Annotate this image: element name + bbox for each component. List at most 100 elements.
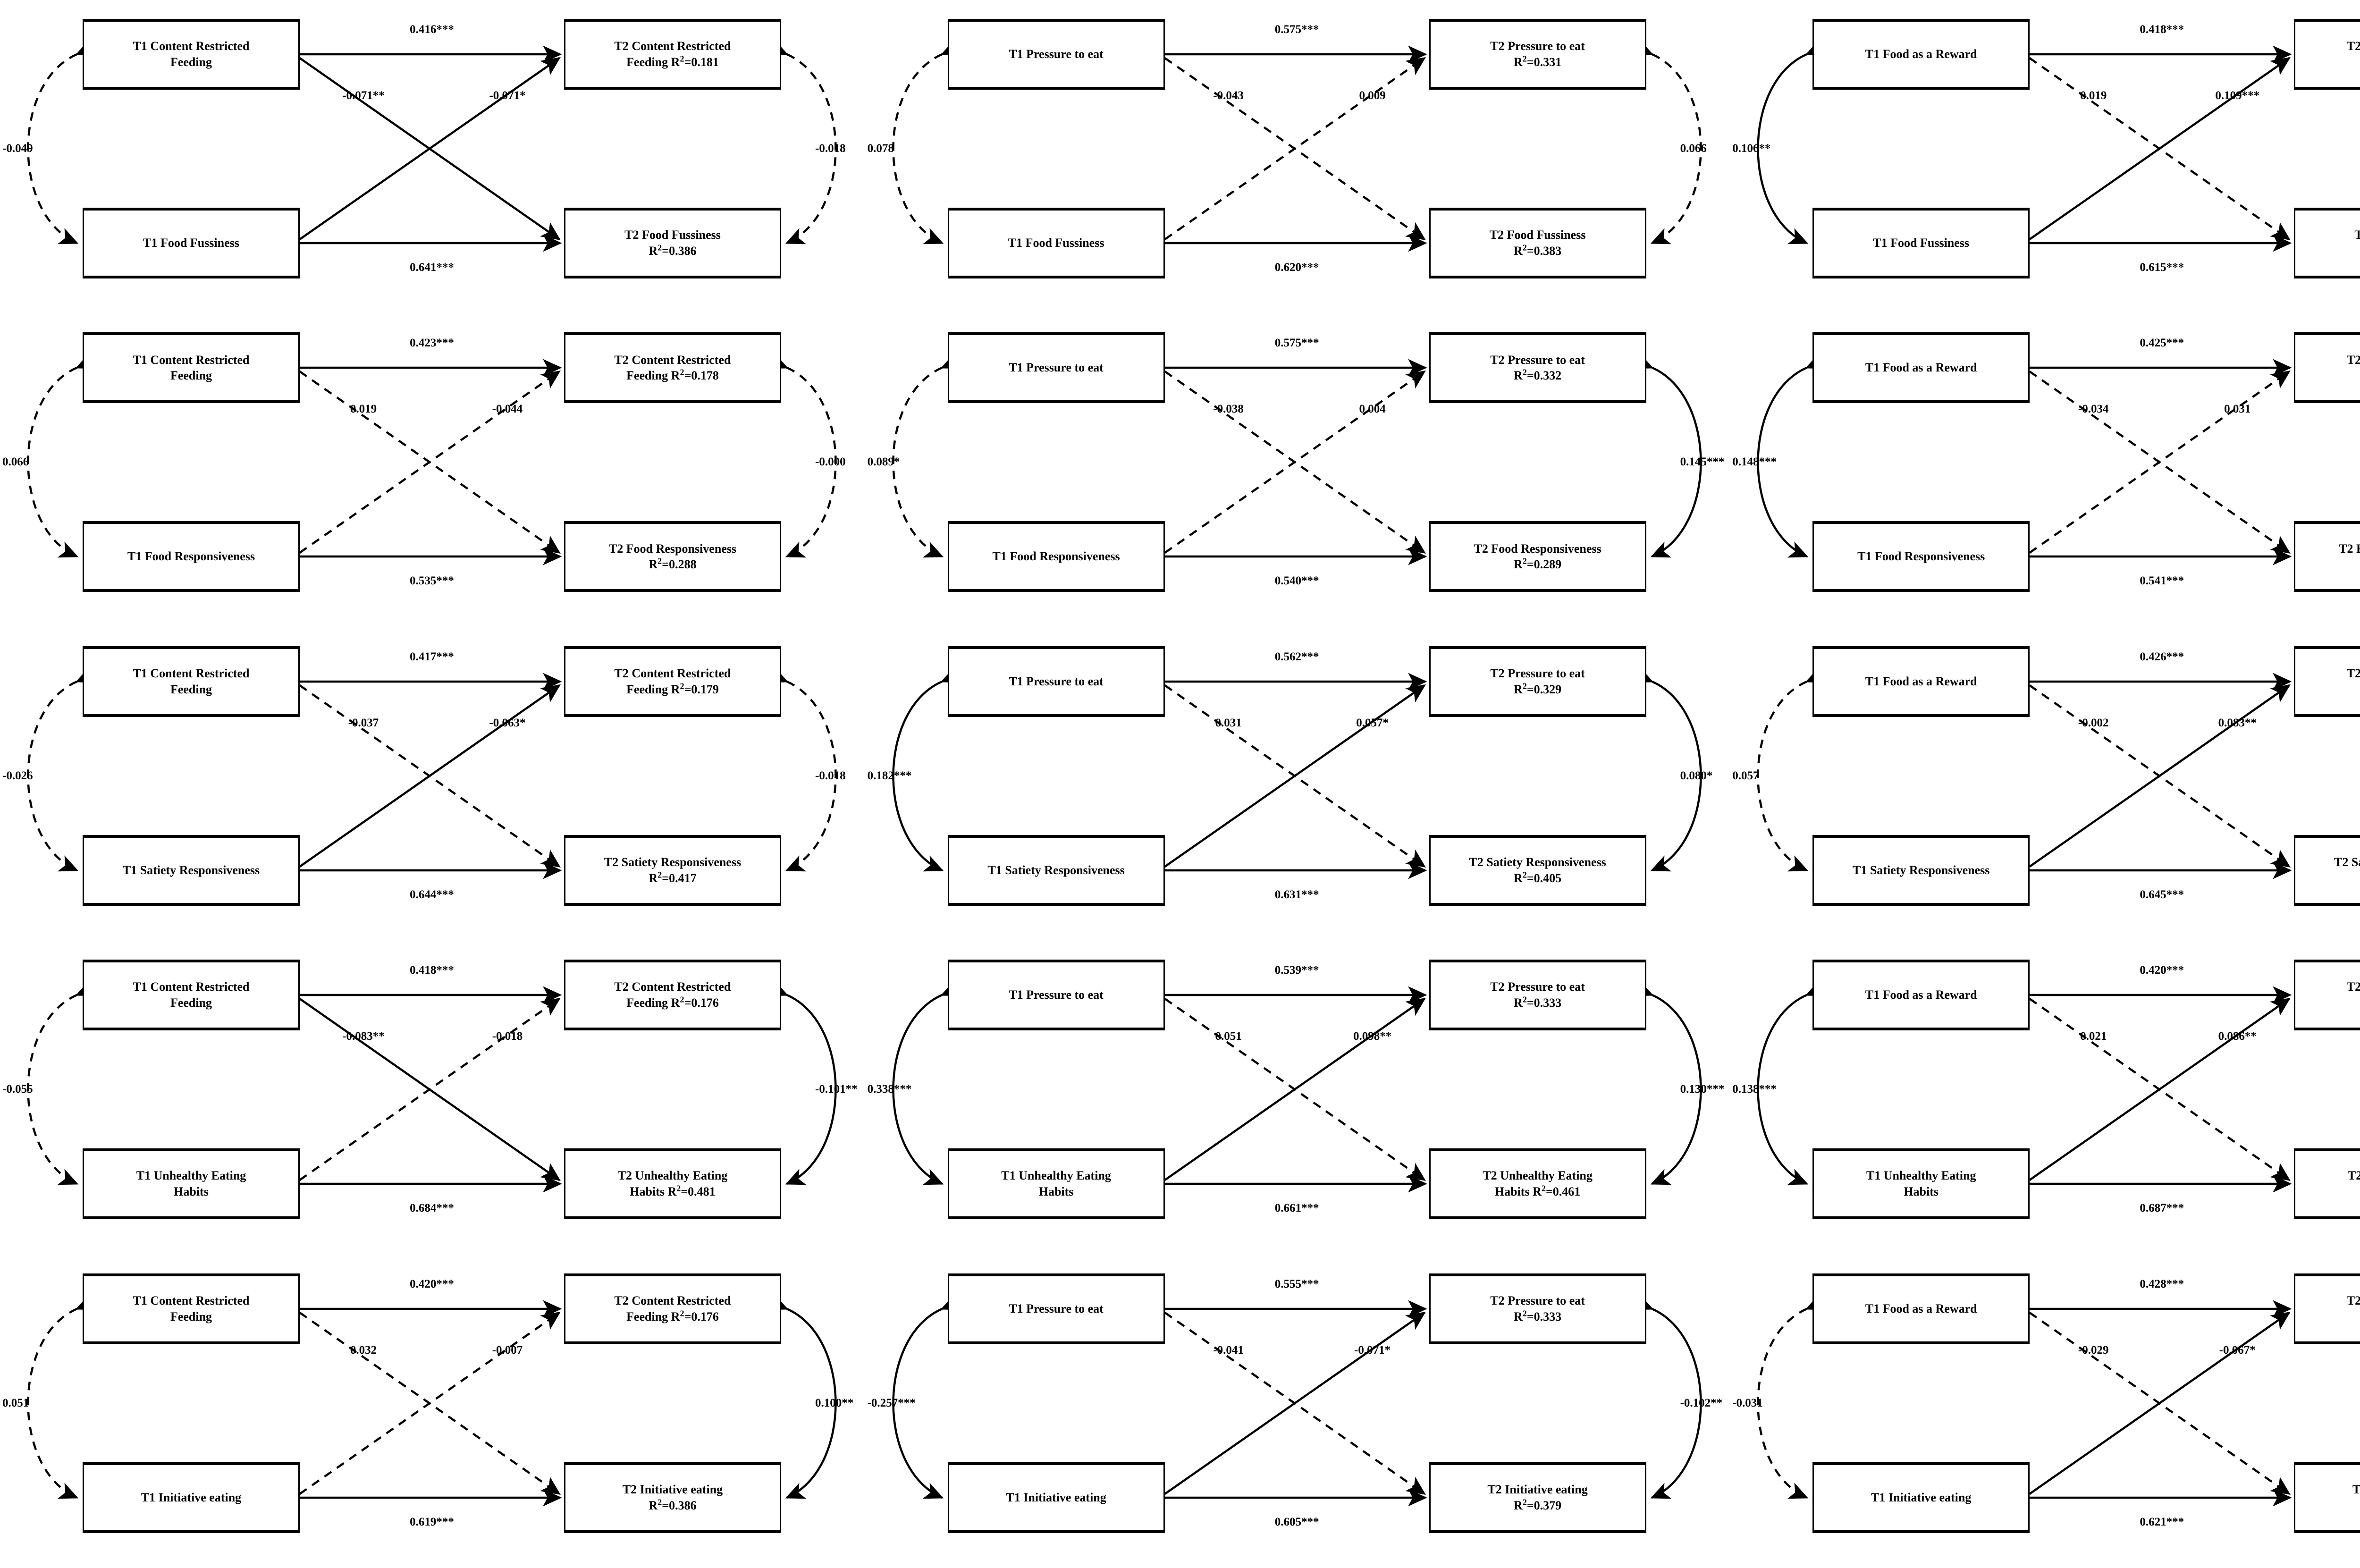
node-t1-top: T1 Pressure to eat xyxy=(947,646,1165,717)
path-cross-bottom-to-top xyxy=(1164,57,1426,240)
label-correlation-right: 0.145*** xyxy=(1680,455,1725,469)
label-correlation-right: 0.100** xyxy=(815,1396,854,1409)
correlation-left xyxy=(1757,666,1827,871)
correlation-left xyxy=(27,353,97,558)
correlation-left xyxy=(1757,353,1827,558)
label-cross-top-to-bottom: -0.002 xyxy=(2078,716,2109,729)
label-cross-top-to-bottom: 0.032 xyxy=(350,1343,377,1357)
node-t1-top: T1 Pressure to eat xyxy=(947,332,1165,404)
correlation-left xyxy=(892,666,961,871)
label-autoregressive-top: 0.425*** xyxy=(2140,337,2184,350)
cross-lagged-panel: T1 Food as a Reward T1 Food Responsivenes… xyxy=(1730,313,2360,627)
label-cross-bottom-to-top: 0.004 xyxy=(1359,403,1386,416)
node-t1-bottom: T1 Initiative eating xyxy=(83,1462,300,1533)
correlation-right xyxy=(1632,353,1702,558)
label-cross-top-to-bottom: 0.051 xyxy=(1215,1030,1242,1043)
correlation-left xyxy=(892,980,961,1185)
label-autoregressive-bottom: 0.661*** xyxy=(1274,1202,1319,1215)
label-cross-bottom-to-top: -0.071* xyxy=(489,89,526,102)
label-autoregressive-bottom: 0.620*** xyxy=(1274,261,1319,274)
path-cross-bottom-to-top xyxy=(1164,1311,1426,1495)
label-autoregressive-top: 0.428*** xyxy=(2140,1277,2184,1290)
correlation-right xyxy=(767,980,837,1185)
correlation-left xyxy=(27,980,97,1185)
label-cross-bottom-to-top: -0.018 xyxy=(492,1030,523,1043)
node-t1-top: T1 Food as a Reward xyxy=(1812,332,2030,404)
label-autoregressive-top: 0.418*** xyxy=(410,964,454,977)
label-autoregressive-bottom: 0.535*** xyxy=(410,574,454,588)
correlation-right xyxy=(767,666,837,871)
label-cross-top-to-bottom: -0.037 xyxy=(348,716,379,729)
node-t1-bottom: T1 Food Responsiveness xyxy=(83,521,300,592)
label-autoregressive-top: 0.575*** xyxy=(1274,23,1319,36)
node-t1-bottom: T1 Food Responsiveness xyxy=(1812,521,2030,592)
node-t1-top: T1 Food as a Reward xyxy=(1812,19,2030,90)
label-autoregressive-bottom: 0.541*** xyxy=(2140,574,2184,588)
label-autoregressive-bottom: 0.540*** xyxy=(1274,574,1319,588)
label-correlation-left: 0.057 xyxy=(1732,769,1759,782)
node-t1-bottom: T1 Food Responsiveness xyxy=(947,521,1165,592)
correlation-right xyxy=(767,1293,837,1499)
label-cross-top-to-bottom: -0.029 xyxy=(2078,1343,2109,1357)
label-correlation-left: 0.106** xyxy=(1732,142,1771,155)
label-correlation-right: -0.101** xyxy=(815,1083,858,1096)
label-correlation-left: -0.055 xyxy=(2,1083,33,1096)
node-t1-bottom: T1 Initiative eating xyxy=(947,1462,1165,1533)
label-correlation-right: -0.102** xyxy=(1680,1396,1723,1409)
label-correlation-left: 0.182*** xyxy=(867,769,912,782)
label-autoregressive-top: 0.426*** xyxy=(2140,650,2184,663)
label-autoregressive-bottom: 0.644*** xyxy=(410,888,454,901)
label-correlation-left: 0.338*** xyxy=(867,1083,912,1096)
label-cross-top-to-bottom: -0.043 xyxy=(1213,89,1244,102)
node-t1-bottom: T1 Food Fussiness xyxy=(83,208,300,278)
path-cross-bottom-to-top xyxy=(1164,371,1426,554)
node-t1-top: T1 Food as a Reward xyxy=(1812,960,2030,1031)
correlation-left xyxy=(892,1293,961,1499)
correlation-left xyxy=(27,1293,97,1499)
label-correlation-right: -0.000 xyxy=(815,455,846,469)
label-correlation-left: -0.031 xyxy=(1732,1396,1763,1409)
label-cross-top-to-bottom: 0.021 xyxy=(2080,1030,2107,1043)
node-t2-top: T2 Food as a RewardR2=0.190 xyxy=(2294,1273,2360,1344)
path-cross-bottom-to-top xyxy=(2029,684,2291,868)
cross-lagged-panel: T1 Pressure to eat T1 Food Responsiveness… xyxy=(865,313,1730,627)
label-correlation-right: -0.018 xyxy=(815,769,846,782)
correlation-left xyxy=(1757,39,1827,244)
path-cross-bottom-to-top xyxy=(299,684,561,868)
label-cross-top-to-bottom: -0.041 xyxy=(1213,1343,1244,1357)
label-autoregressive-top: 0.539*** xyxy=(1274,964,1319,977)
node-t1-bottom: T1 Food Fussiness xyxy=(1812,208,2030,278)
label-autoregressive-bottom: 0.645*** xyxy=(2140,888,2184,901)
label-autoregressive-bottom: 0.621*** xyxy=(2140,1515,2184,1528)
label-autoregressive-bottom: 0.615*** xyxy=(2140,261,2184,274)
node-t1-top: T1 Pressure to eat xyxy=(947,960,1165,1031)
correlation-right xyxy=(767,353,837,558)
correlation-left xyxy=(892,353,961,558)
node-t2-top: T2 Food as a RewardR2=0.192 xyxy=(2294,960,2360,1031)
label-autoregressive-bottom: 0.631*** xyxy=(1274,888,1319,901)
label-cross-bottom-to-top: 0.031 xyxy=(2224,403,2251,416)
node-t1-bottom: T1 Initiative eating xyxy=(1812,1462,2030,1533)
correlation-left xyxy=(892,39,961,244)
